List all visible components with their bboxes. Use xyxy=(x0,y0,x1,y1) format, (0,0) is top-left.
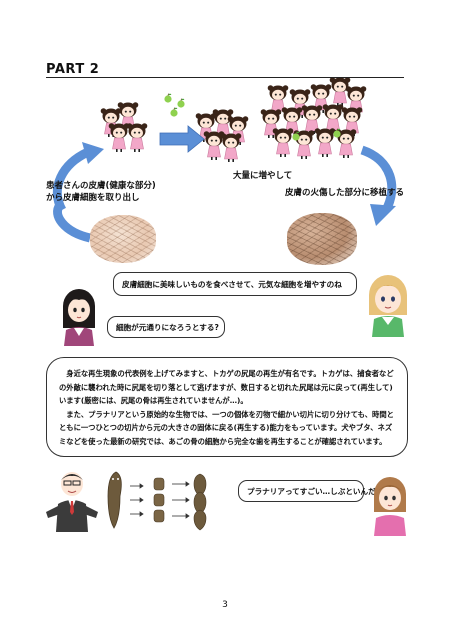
cell-group-initial xyxy=(100,101,148,153)
arrow-icon xyxy=(52,142,104,243)
cell-group-many xyxy=(260,78,367,160)
page-number: 3 xyxy=(222,600,228,610)
speech-bubble-planaria: プラナリアってすごい…しぶといんだ xyxy=(238,480,376,502)
speech-bubble-feed: 皮膚細胞に美味しいものを食べさせて、元気な細胞を増やすのね xyxy=(113,272,357,296)
section-title: PART 2 xyxy=(46,62,100,77)
story-paragraph-1: 身近な再生現象の代表例を上げてみますと、トカゲの尻尾の再生が有名です。トカゲは、… xyxy=(59,369,394,406)
planaria-icon xyxy=(193,473,207,531)
apple-icon xyxy=(163,93,186,118)
speech-planaria-text: プラナリアってすごい…しぶといんだ xyxy=(247,486,376,496)
girl-character-left xyxy=(63,289,95,346)
skin-patch-icon xyxy=(90,215,156,263)
proliferate-label: 大量に増やして xyxy=(233,171,293,181)
planaria-illustration xyxy=(46,471,207,532)
planaria-icon xyxy=(107,471,122,529)
story-paragraph-2: また、プラナリアという原始的な生物では、一つの個体を刃物で細かい切片に切り分けて… xyxy=(59,409,394,446)
skin-patch-icon xyxy=(287,213,357,265)
speech-question-text: 細胞が元通りになろうとする? xyxy=(116,322,219,332)
girl-character-bottom xyxy=(374,477,406,536)
speech-feed-text: 皮膚細胞に美味しいものを食べさせて、元気な細胞を増やすのね xyxy=(122,279,342,289)
arrow-icon xyxy=(159,125,205,153)
transplant-label: 皮膚の火傷した部分に移植する xyxy=(285,188,405,198)
planaria-icon xyxy=(153,477,165,523)
arrow-icon xyxy=(172,481,190,519)
girl-character-right xyxy=(369,275,407,337)
extract-label-line2: から皮膚細胞を取り出し xyxy=(46,193,140,203)
regeneration-explanation-box: 身近な再生現象の代表例を上げてみますと、トカゲの尻尾の再生が有名です。トカゲは、… xyxy=(46,357,408,457)
extract-label-line1: 患者さんの皮膚(健康な部分) xyxy=(46,181,156,191)
section-divider xyxy=(46,77,404,78)
arrow-icon xyxy=(130,483,144,517)
teacher-character xyxy=(46,472,98,532)
arrow-icon xyxy=(360,145,397,226)
speech-bubble-question: 細胞が元通りになろうとする? xyxy=(107,316,225,338)
cell-growth-illustration xyxy=(52,78,397,243)
cell-group-growing xyxy=(195,108,249,163)
